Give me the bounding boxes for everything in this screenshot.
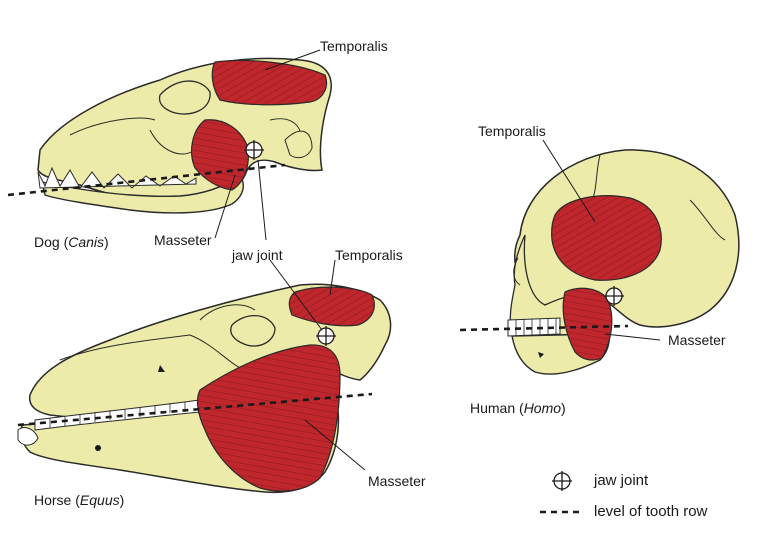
horse-masseter-label: Masseter (368, 473, 426, 489)
dog-species-label: Dog (Canis) (34, 234, 109, 250)
dog-mandible (41, 175, 244, 214)
human-temporalis-label: Temporalis (478, 123, 546, 139)
dog-jaw-joint-icon (244, 140, 264, 160)
jaw-joint-markers (244, 140, 624, 346)
dog-teeth (37, 166, 197, 189)
legend-tooth-row-label: level of tooth row (594, 503, 708, 520)
tooth-row-lines (7, 163, 629, 427)
human-temporalis (551, 195, 662, 281)
horse-skull (17, 283, 392, 494)
dog-temporalis-label: Temporalis (320, 38, 388, 54)
horse-jaw-joint-icon (316, 326, 336, 346)
horse-temporalis-label: Temporalis (335, 247, 403, 263)
horse-orbit (230, 314, 276, 347)
legend-jaw-joint-icon (552, 471, 572, 491)
dog-skull (37, 57, 332, 214)
human-masseter-label: Masseter (668, 332, 726, 348)
human-skull (507, 149, 740, 375)
dog-tooth-row-line (7, 163, 286, 197)
legend-jaw-joint-label: jaw joint (594, 472, 649, 489)
horse-masseter (196, 344, 341, 492)
horse-tooth-row-line (17, 392, 373, 427)
human-teeth (507, 317, 561, 337)
leader-lines (214, 49, 661, 471)
dog-masseter-label: Masseter (154, 232, 212, 248)
dog-orbit (158, 80, 211, 115)
human-masseter (562, 287, 613, 361)
jaw-joint-label: jaw joint (232, 247, 283, 263)
horse-species-label: Horse (Equus) (34, 492, 125, 508)
dog-temporalis (211, 59, 328, 106)
human-species-label: Human (Homo) (470, 400, 566, 416)
horse-temporalis (288, 286, 375, 327)
human-jaw-joint-icon (604, 286, 624, 306)
